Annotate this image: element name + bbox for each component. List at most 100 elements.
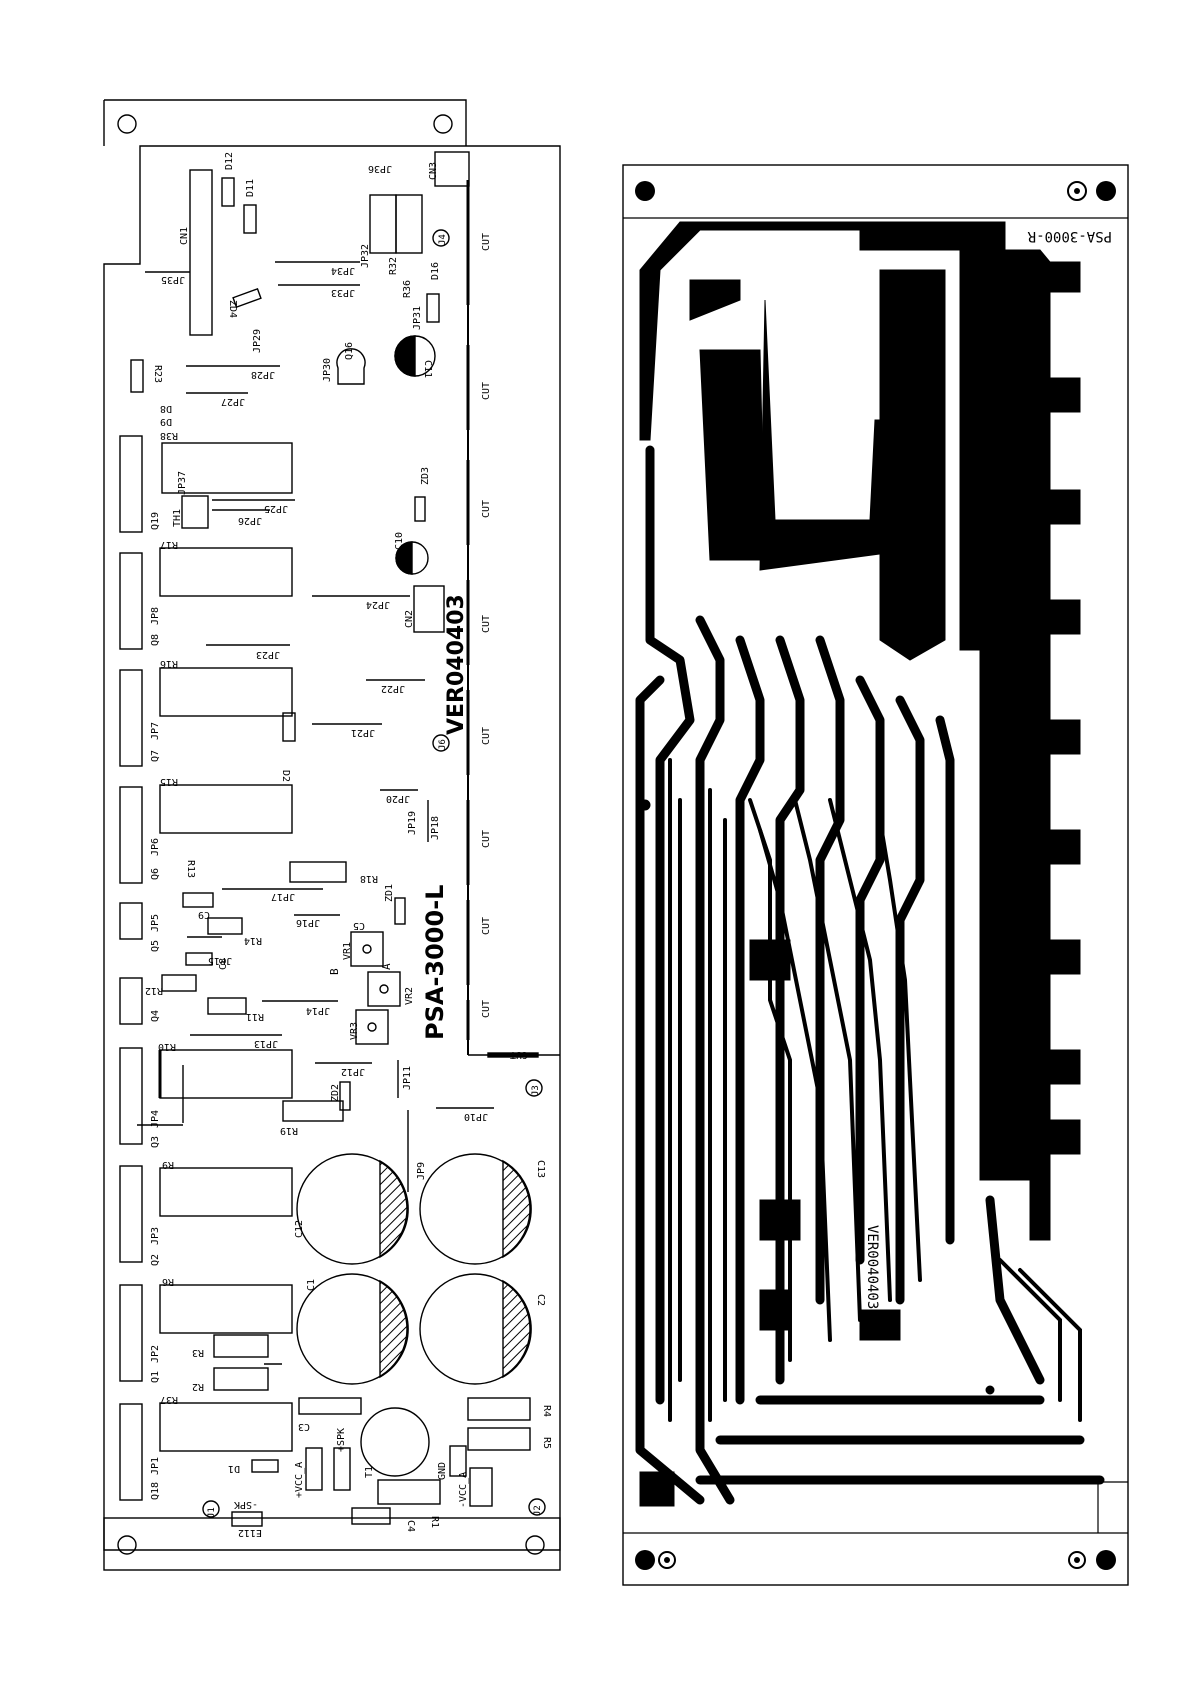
transistor-q8 — [119, 552, 143, 650]
label-jp18: JP18 — [430, 816, 441, 840]
label-q6: Q6 — [150, 868, 161, 880]
label-q2: Q2 — [150, 1254, 161, 1266]
label-r16: R16 — [160, 658, 178, 669]
small-parts — [161, 177, 531, 1527]
label-jp11: JP11 — [402, 1066, 413, 1090]
label-r37: R37 — [160, 1394, 178, 1405]
resistor-r32 — [369, 194, 397, 254]
label-d16: D16 — [430, 262, 441, 280]
label-jp2: JP2 — [150, 1345, 161, 1363]
label-jp34: JP34 — [331, 265, 355, 276]
resistor-r37 — [159, 1402, 293, 1452]
label-jp35: JP35 — [161, 274, 185, 285]
cut-label: CUT — [481, 727, 492, 745]
label-j2: J2 — [533, 1505, 543, 1516]
label-r2: R2 — [192, 1381, 204, 1392]
label-q5: Q5 — [150, 940, 161, 952]
transistor-q2 — [119, 1165, 143, 1263]
label-c10: C10 — [394, 532, 405, 550]
left-board — [103, 99, 561, 1571]
label-t1: T1 — [364, 1466, 375, 1478]
label-r14: R14 — [244, 935, 262, 946]
label-q1: Q1 — [150, 1371, 161, 1383]
label-jp13: JP13 — [254, 1038, 278, 1049]
label-cn2: CN2 — [404, 610, 415, 628]
toroid-t1 — [360, 1407, 430, 1477]
label-jp27: JP27 — [221, 396, 245, 407]
label-c4: C4 — [405, 1520, 416, 1532]
left-board-labels: PSA-3000-L VER040403 CUT CUT CUT CUT CUT… — [145, 152, 552, 1538]
transistor-q7 — [119, 669, 143, 767]
label-j3: J3 — [531, 1085, 541, 1096]
label-jp6: JP6 — [150, 838, 161, 856]
label-jp3: JP3 — [150, 1227, 161, 1245]
cut-label: CUT — [481, 615, 492, 633]
label-c2: C2 — [535, 1294, 546, 1306]
label-zd2: ZD2 — [330, 1084, 341, 1102]
label-jp36: JP36 — [368, 163, 392, 174]
label-r13: R13 — [185, 860, 196, 878]
cut-label: CUT — [481, 917, 492, 935]
label-d8: D8 — [160, 403, 172, 414]
label-vr2: VR2 — [404, 987, 415, 1005]
label-jp20: JP20 — [386, 793, 410, 804]
cut-label: CUT — [481, 830, 492, 848]
label-r18: R18 — [360, 873, 378, 884]
label-jp24: JP24 — [366, 599, 390, 610]
connector-cn3 — [434, 151, 470, 187]
copper-traces — [635, 221, 1105, 1507]
label-jp10: JP10 — [464, 1111, 488, 1122]
label-r23: R23 — [152, 365, 163, 383]
label-vr3: VR3 — [349, 1022, 360, 1040]
label-j4: J4 — [438, 234, 448, 245]
right-board-outline — [622, 164, 1129, 1586]
resistor-r10 — [159, 1049, 293, 1099]
label-spk-neg: -SPK — [234, 1499, 258, 1510]
label-d1: D1 — [228, 1463, 240, 1474]
cut-label: CUT — [481, 500, 492, 518]
label-c8: C8 — [218, 958, 229, 970]
cut-label: CUT — [481, 233, 492, 251]
pot-vr3 — [355, 1009, 389, 1045]
label-d12: D12 — [224, 152, 235, 170]
label-r5: R5 — [541, 1437, 552, 1449]
left-board-version: VER040403 — [444, 594, 469, 735]
label-jp28: JP28 — [251, 369, 275, 380]
connector-cn1 — [189, 169, 213, 336]
label-d2: D2 — [280, 770, 291, 782]
thermistor-th1 — [181, 495, 209, 529]
label-vcc-neg: -VCC_A — [458, 1472, 469, 1508]
resistor-r17 — [159, 547, 293, 597]
label-jp12: JP12 — [341, 1066, 365, 1077]
label-vr-b: B — [328, 968, 341, 975]
label-jp26: JP26 — [238, 515, 262, 526]
label-th1: TH1 — [172, 509, 183, 527]
label-c5: C5 — [353, 920, 365, 931]
label-jp23: JP23 — [256, 649, 280, 660]
label-r36: R36 — [402, 280, 413, 298]
resistor-r15 — [159, 784, 293, 834]
right-board-version: VER0040403 — [864, 1225, 880, 1309]
label-jp31: JP31 — [412, 306, 423, 330]
label-jp9: JP9 — [416, 1162, 427, 1180]
label-jp25: JP25 — [264, 503, 288, 514]
mount-hole — [525, 1535, 545, 1555]
label-d9: D9 — [160, 416, 172, 427]
transistor-q4 — [119, 977, 143, 1025]
label-r15: R15 — [160, 776, 178, 787]
resistor-r9 — [159, 1167, 293, 1217]
cut-label: CUT — [481, 1000, 492, 1018]
label-r9: R9 — [162, 1159, 174, 1170]
label-r3: R3 — [192, 1347, 204, 1358]
label-jp7: JP7 — [150, 722, 161, 740]
resistor-r6 — [159, 1284, 293, 1334]
cut-label: CUT — [481, 382, 492, 400]
label-jp14: JP14 — [306, 1005, 330, 1016]
transistor-q19 — [119, 435, 143, 533]
label-zd1: ZD1 — [384, 884, 395, 902]
label-zd3: ZD3 — [420, 467, 431, 485]
label-jp32: JP32 — [360, 244, 371, 268]
label-vcc-pos: +VCC_A — [294, 1462, 305, 1498]
label-jp21: JP21 — [351, 727, 375, 738]
